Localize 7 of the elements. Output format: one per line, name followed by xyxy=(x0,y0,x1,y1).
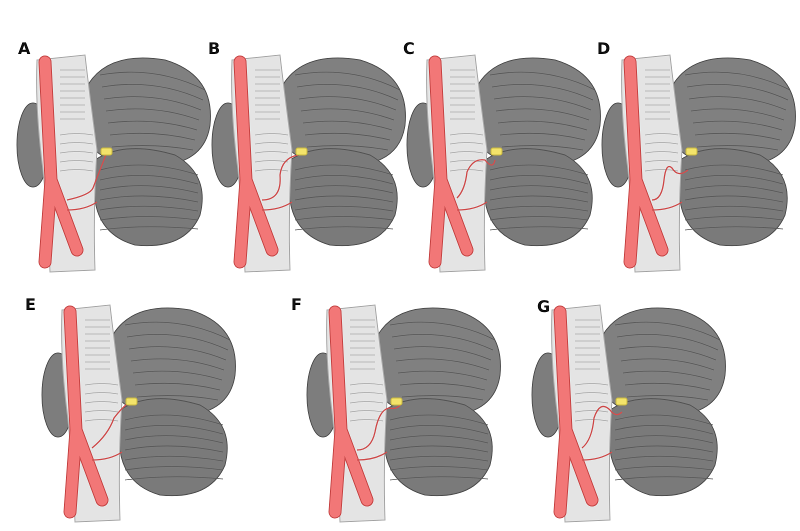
panel-letter: A xyxy=(18,40,30,58)
panel-letter: E xyxy=(25,296,36,314)
panel-letter: F xyxy=(291,296,302,314)
panel-letter: C xyxy=(403,40,415,58)
panel-letter: D xyxy=(597,40,610,58)
panel-letter: B xyxy=(208,40,220,58)
panel-letter: G xyxy=(537,298,550,316)
